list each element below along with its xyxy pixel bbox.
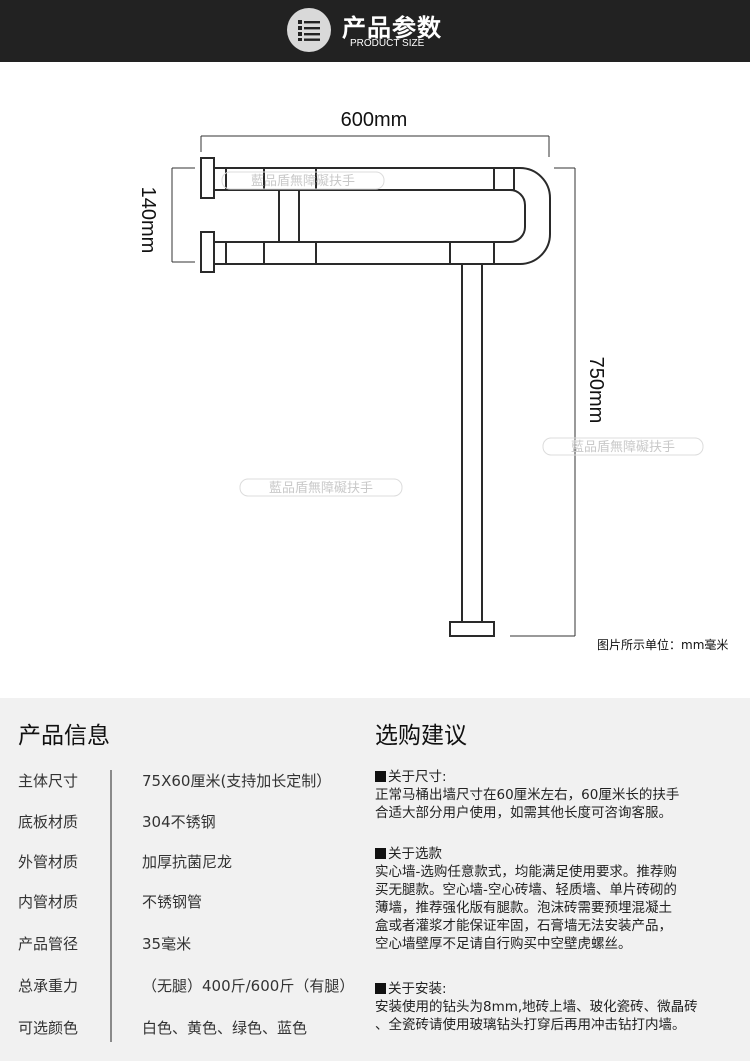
square-bullet-icon — [375, 771, 386, 782]
advice-line: 买无腿款。空心墙-空心砖墙、轻质墙、单片砖砌的 — [375, 882, 677, 898]
spec-value: 不锈钢管 — [142, 893, 203, 911]
advice-heading: 关于尺寸: — [388, 769, 447, 785]
spec-label: 底板材质 — [18, 813, 79, 831]
header-title: 产品参数 — [342, 14, 442, 42]
advice-heading: 关于选款 — [388, 846, 442, 862]
advice-model: 关于选款 实心墙-选购任意款式，均能满足使用要求。推荐购 买无腿款。空心墙-空心… — [375, 845, 743, 953]
info-section: 产品信息 主体尺寸 75X60厘米(支持加长定制） 底板材质 304不锈钢 外管… — [0, 698, 750, 1061]
advice-line: 盒或者灌浆才能保证牢固，石膏墙无法安装产品， — [375, 918, 672, 934]
advice-line: 空心墙壁厚不足请自行购买中空壁虎螺丝。 — [375, 936, 632, 952]
spec-label: 总承重力 — [18, 977, 79, 995]
advice-title: 选购建议 — [375, 723, 467, 749]
advice-line: 合适大部分用户使用，如需其他长度可咨询客服。 — [375, 805, 672, 821]
square-bullet-icon — [375, 983, 386, 994]
svg-text:藍品盾無障礙扶手: 藍品盾無障礙扶手 — [269, 481, 373, 496]
square-bullet-icon — [375, 848, 386, 859]
advice-line: 、全瓷砖请使用玻璃钻头打穿后再用冲击钻打内墙。 — [375, 1017, 686, 1033]
watermark: 藍品盾無障礙扶手 藍品盾無障礙扶手 藍品盾無障礙扶手 — [221, 171, 704, 497]
spec-value: 35毫米 — [142, 935, 192, 953]
product-info-title: 产品信息 — [18, 723, 110, 749]
header-subtitle: PRODUCT SIZE — [350, 38, 425, 49]
svg-text:藍品盾無障礙扶手: 藍品盾無障礙扶手 — [251, 174, 355, 189]
spec-label: 可选颜色 — [18, 1019, 79, 1037]
spec-value: 加厚抗菌尼龙 — [142, 853, 233, 871]
advice-line: 正常马桶出墙尺寸在60厘米左右，60厘米长的扶手 — [375, 787, 680, 803]
spec-label: 产品管径 — [18, 935, 79, 953]
spec-value: 304不锈钢 — [142, 813, 216, 831]
advice-size: 关于尺寸: 正常马桶出墙尺寸在60厘米左右，60厘米长的扶手 合适大部分用户使用… — [375, 768, 743, 822]
spec-value: （无腿）400斤/600斤（有腿） — [142, 977, 355, 995]
height-dimension-label: 750mm — [585, 357, 607, 424]
unit-note: 图片所示单位：mm毫米 — [597, 638, 729, 652]
divider — [110, 770, 112, 1042]
spec-value: 75X60厘米(支持加长定制） — [142, 772, 332, 790]
plate-dimension-label: 140mm — [137, 187, 159, 254]
product-dimension-diagram: 600mm 140mm 750mm 藍品盾無障礙扶手 藍品盾無障礙扶手 藍品盾無… — [0, 62, 750, 698]
spec-value: 白色、黄色、绿色、蓝色 — [142, 1019, 308, 1037]
svg-text:藍品盾無障礙扶手: 藍品盾無障礙扶手 — [571, 440, 675, 455]
advice-line: 实心墙-选购任意款式，均能满足使用要求。推荐购 — [375, 864, 677, 880]
advice-line: 薄墙，推荐强化版有腿款。泡沫砖需要预埋混凝土 — [375, 900, 672, 916]
width-dimension-label: 600mm — [341, 109, 408, 131]
advice-line: 安装使用的钻头为8mm,地砖上墙、玻化瓷砖、微晶砖 — [375, 999, 698, 1015]
advice-install: 关于安装: 安装使用的钻头为8mm,地砖上墙、玻化瓷砖、微晶砖 、全瓷砖请使用玻… — [375, 980, 743, 1034]
list-icon — [287, 8, 331, 52]
spec-label: 外管材质 — [18, 853, 79, 871]
spec-label: 内管材质 — [18, 893, 79, 911]
advice-heading: 关于安装: — [388, 981, 447, 997]
page-header: 产品参数 PRODUCT SIZE — [0, 0, 750, 62]
spec-label: 主体尺寸 — [18, 772, 79, 790]
